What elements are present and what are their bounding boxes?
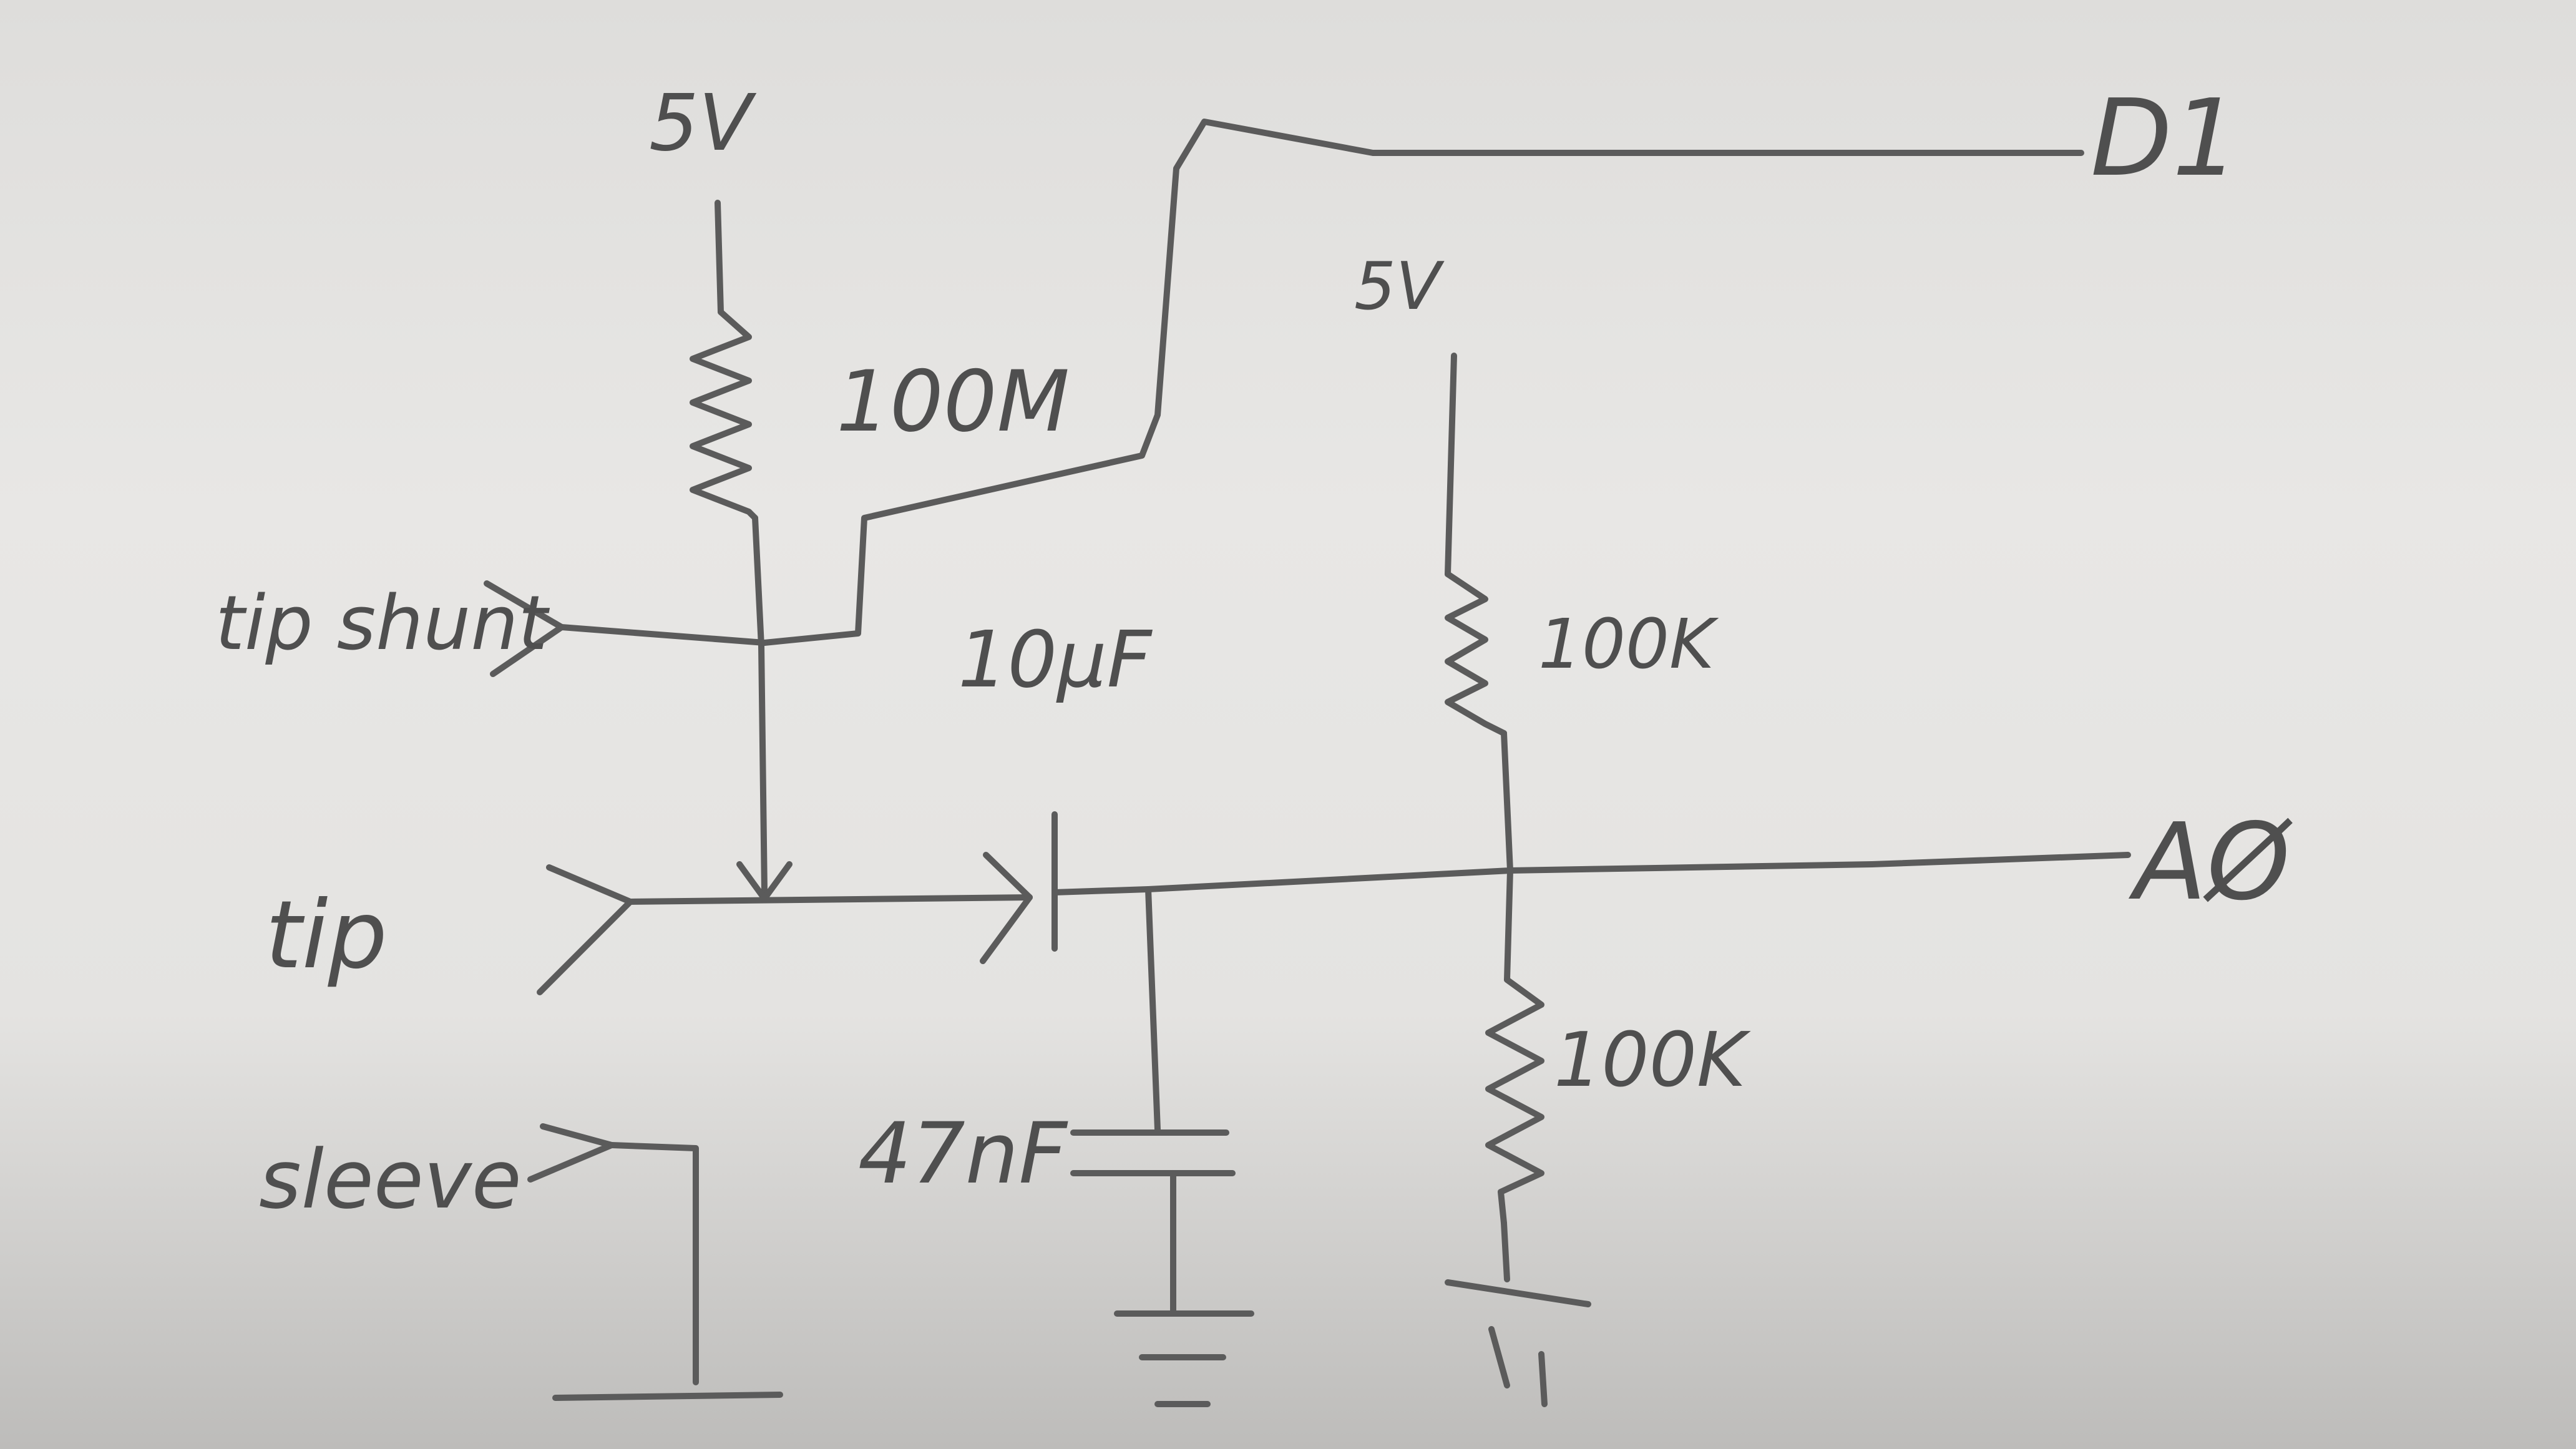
ground-symbol-47nf	[1114, 1310, 1254, 1407]
input-tip-shunt	[484, 580, 768, 677]
capacitor-10uf	[980, 811, 2131, 964]
resistor-100m	[690, 309, 758, 521]
pullup-branch	[690, 200, 793, 902]
input-sleeve	[527, 1123, 783, 1401]
label-47nf: 47nF	[858, 1105, 1068, 1203]
label-d1: D1	[2091, 77, 2240, 200]
label-100k-top: 100K	[1538, 604, 1719, 684]
input-tip	[537, 864, 1033, 995]
label-tip: tip	[265, 881, 388, 990]
label-a0: AØ	[2128, 801, 2293, 924]
label-tip-shunt: tip shunt	[215, 580, 550, 667]
ground-bar-sleeve	[552, 1392, 783, 1401]
label-5v-right: 5V	[1354, 248, 1445, 324]
label-sleeve: sleeve	[259, 1132, 522, 1227]
resistor-100k-top	[1445, 571, 1507, 736]
resistor-100k-bottom	[1485, 977, 1544, 1226]
wire-to-d1	[761, 119, 2084, 646]
label-100m: 100M	[836, 353, 1070, 451]
ground-symbol-divider	[1445, 1279, 1591, 1407]
label-100k-bottom: 100K	[1554, 1017, 1751, 1104]
label-5v-left: 5V	[649, 78, 757, 168]
divider-branch	[1445, 353, 1591, 1407]
label-10uf: 10µF	[958, 615, 1153, 705]
capacitor-47nf	[1070, 886, 1254, 1407]
